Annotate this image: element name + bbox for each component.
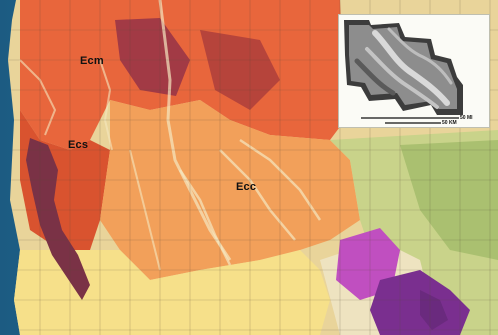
drainage xyxy=(219,149,296,241)
unit-label-ecs: Ecs xyxy=(68,139,89,151)
inset-bright-ridge xyxy=(387,27,453,85)
unit-label-ecm: Ecm xyxy=(80,55,104,67)
scale-label-km: 50 KM xyxy=(442,120,457,126)
scale-label-miles: 50 MI xyxy=(460,115,473,121)
drainage xyxy=(178,169,232,266)
inset-dark-band xyxy=(354,58,396,96)
unit-ecc-area xyxy=(100,100,360,280)
dark-outcrop-2 xyxy=(200,30,280,110)
drainage xyxy=(239,138,322,221)
drainage xyxy=(129,149,161,271)
inset-bright-ridge xyxy=(372,30,450,106)
unit-ecs-outcrop xyxy=(26,138,90,300)
drainage xyxy=(19,59,57,136)
green-unit-area xyxy=(400,140,498,260)
dark-outcrop xyxy=(115,18,190,96)
unit-label-ecc: Ecc xyxy=(236,181,257,193)
purple-unit-area-2 xyxy=(420,290,448,330)
inset-radar-image xyxy=(344,20,463,124)
inset-image: 50 MI 50 KM xyxy=(338,14,490,128)
drainage xyxy=(158,0,232,261)
inset-bright-ridge xyxy=(365,47,439,109)
drainage xyxy=(99,59,113,151)
